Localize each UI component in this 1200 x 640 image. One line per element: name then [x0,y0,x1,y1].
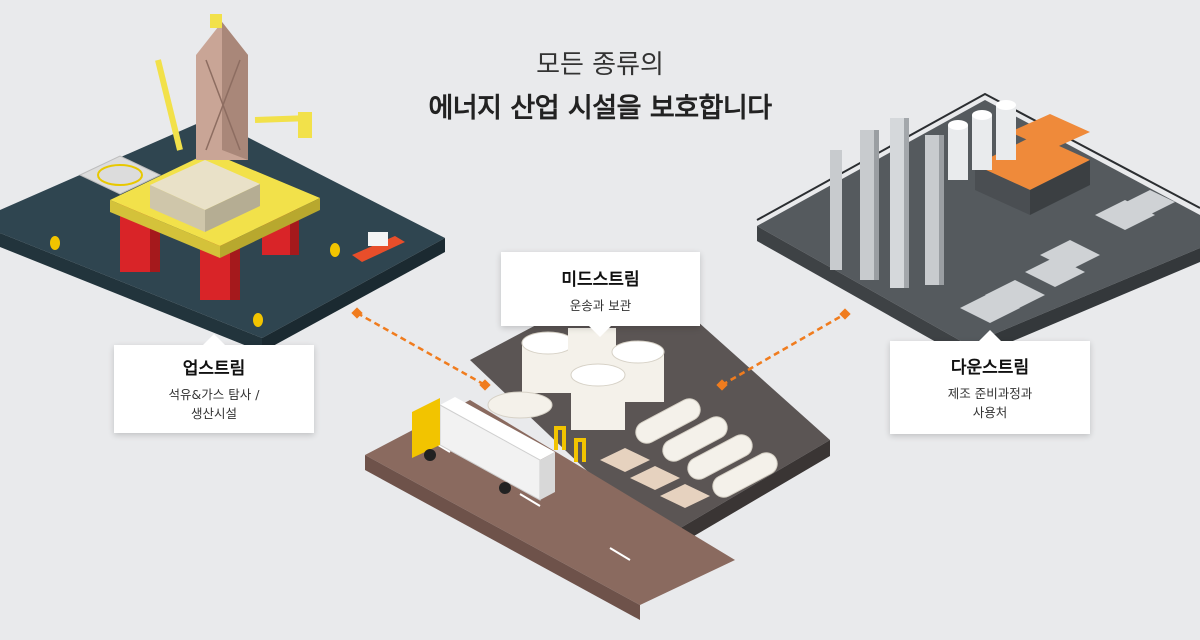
upstream-card: 업스트림 석유&가스 탐사 / 생산시설 [114,334,314,433]
offshore-rig-icon [0,14,445,352]
downstream-desc-line1: 제조 준비과정과 [947,386,1033,401]
upstream-desc-line1: 석유&가스 탐사 / [168,387,260,402]
card-pointer [979,330,1001,341]
storage-tank-icon [365,270,830,620]
card-pointer [203,334,225,345]
upstream-desc-line2: 생산시설 [190,406,237,421]
midstream-desc-line1: 운송과 보관 [569,298,632,313]
page-subtitle: 모든 종류의 [536,50,664,80]
upstream-title: 업스트림 [182,359,246,379]
connector-midstream-downstream [716,308,851,391]
midstream-title: 미드스트림 [561,270,640,290]
tanker-truck-icon [412,391,555,501]
connector-upstream-midstream [351,307,491,391]
downstream-desc-line2: 사용처 [972,405,1008,420]
downstream-card: 다운스트림 제조 준비과정과 사용처 [890,330,1090,434]
page-title: 에너지 산업 시설을 보호합니다 [428,93,772,124]
downstream-title: 다운스트림 [950,358,1030,378]
card-pointer [589,326,611,337]
refinery-icon [756,92,1200,360]
midstream-card: 미드스트림 운송과 보관 [501,252,700,337]
